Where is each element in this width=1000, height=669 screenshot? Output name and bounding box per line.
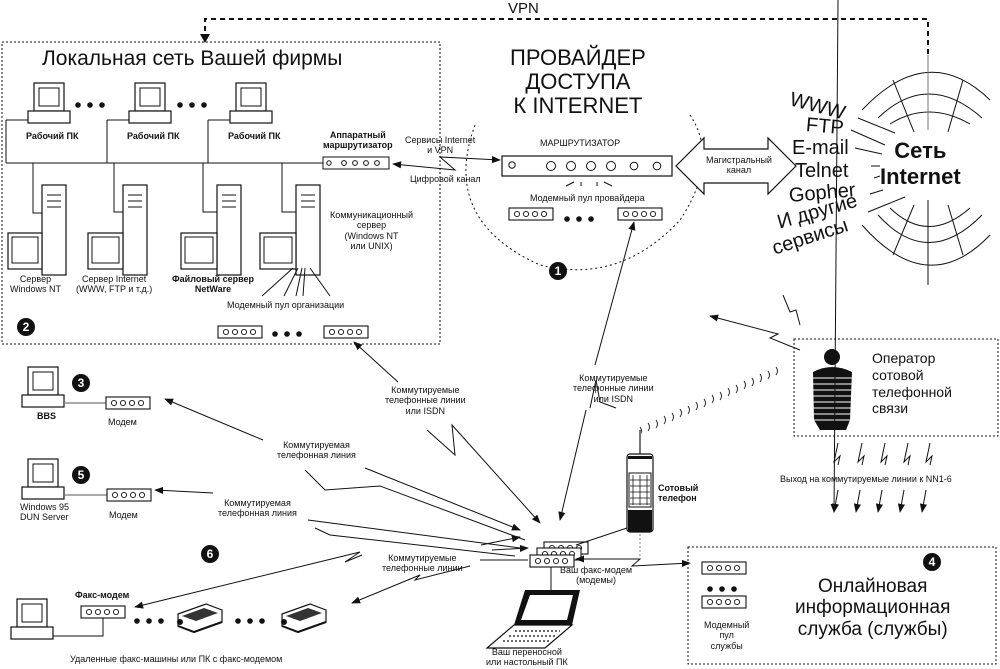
internet-title: Сеть Internet [880,138,961,190]
win95-modem-label: Модем [109,510,138,520]
operator-person-icon [812,349,852,430]
provider-router-label: МАРШРУТИЗАТОР [540,138,621,148]
hardware-router-label: Аппаратный маршрутизатор [323,130,393,151]
server-internet-label: Сервер Internet (WWW, FTP и т.д.) [76,274,153,295]
comm-server-label: Коммуникационный сервер (Windows NT или … [330,210,413,252]
workstation-label: Рабочий ПК [26,131,79,141]
win95-label: Windows 95 DUN Server [20,502,70,523]
exit-lines-label: Выход на коммутируемые линии к NN1-6 [780,474,952,484]
link-win95-label: Коммутируемая телефонная линия [218,498,297,519]
service-email: E-mail [792,137,849,159]
backbone-label: Магистральный канал [706,155,772,176]
fax-caption: Удаленные факс-машины или ПК с факс-моде… [70,654,283,664]
badge-provider: 1 [549,262,567,280]
org-modem-pool-label: Модемный пул организации [227,300,345,310]
service-telnet: Telnet [795,160,849,182]
vpn-link [204,18,929,55]
internet-vpn-label: Сервисы Internet и VPN [405,135,476,156]
vpn-label: VPN [508,0,539,17]
workstation-label: Рабочий ПК [228,131,281,141]
fax-modem-label: Факс-модем [75,590,130,600]
badge-win95: 5 [72,466,90,484]
link-local-label: Коммутируемые телефонные линии или ISDN [385,385,466,416]
bbs-modem-label: Модем [108,417,137,427]
workstation-label: Рабочий ПК [127,131,180,141]
your-pc-label: Ваш переносной или настольный ПК [486,647,568,668]
your-modem-label: Ваш факс-модем (модемы) [560,565,633,586]
link-fax-label: Коммутируемые телефонные линии [382,553,463,574]
badge-online-service: 4 [923,553,941,571]
radio-waves-icon [639,366,778,436]
cell-phone-icon [626,430,654,556]
cell-phone-label: Сотовый телефон [658,483,699,504]
service-modem-pool-label: Модемный пул службы [704,620,750,651]
cell-operator-box [793,338,999,437]
badge-local-network: 2 [17,318,35,336]
local-network-box [1,41,441,345]
link-provider-label: Коммутируемые телефонные линии или ISDN [573,373,654,404]
provider-modem-pool-label: Модемный пул провайдера [530,193,645,203]
link-bbs-label: Коммутируемая телефонная линия [277,440,356,461]
online-service-title: Онлайновая информационная служба (службы… [795,576,951,640]
internet-globe-icon [850,55,991,285]
cell-operator-label: Оператор сотовой телефонной связи [872,350,952,417]
badge-bbs: 3 [72,374,90,392]
provider-title: ПРОВАЙДЕР ДОСТУПА К INTERNET [510,45,646,118]
server-netware-label: Файловый сервер NetWare [172,274,254,295]
digital-channel-label: Цифровой канал [410,174,481,184]
laptop-icon [485,590,580,649]
bbs-label: BBS [37,411,57,421]
online-service-box [687,546,997,665]
badge-fax: 6 [201,545,219,563]
backbone-arrow [675,136,797,196]
local-network-title: Локальная сеть Вашей фирмы [42,47,343,70]
server-nt-label: Сервер Windows NT [10,274,62,295]
